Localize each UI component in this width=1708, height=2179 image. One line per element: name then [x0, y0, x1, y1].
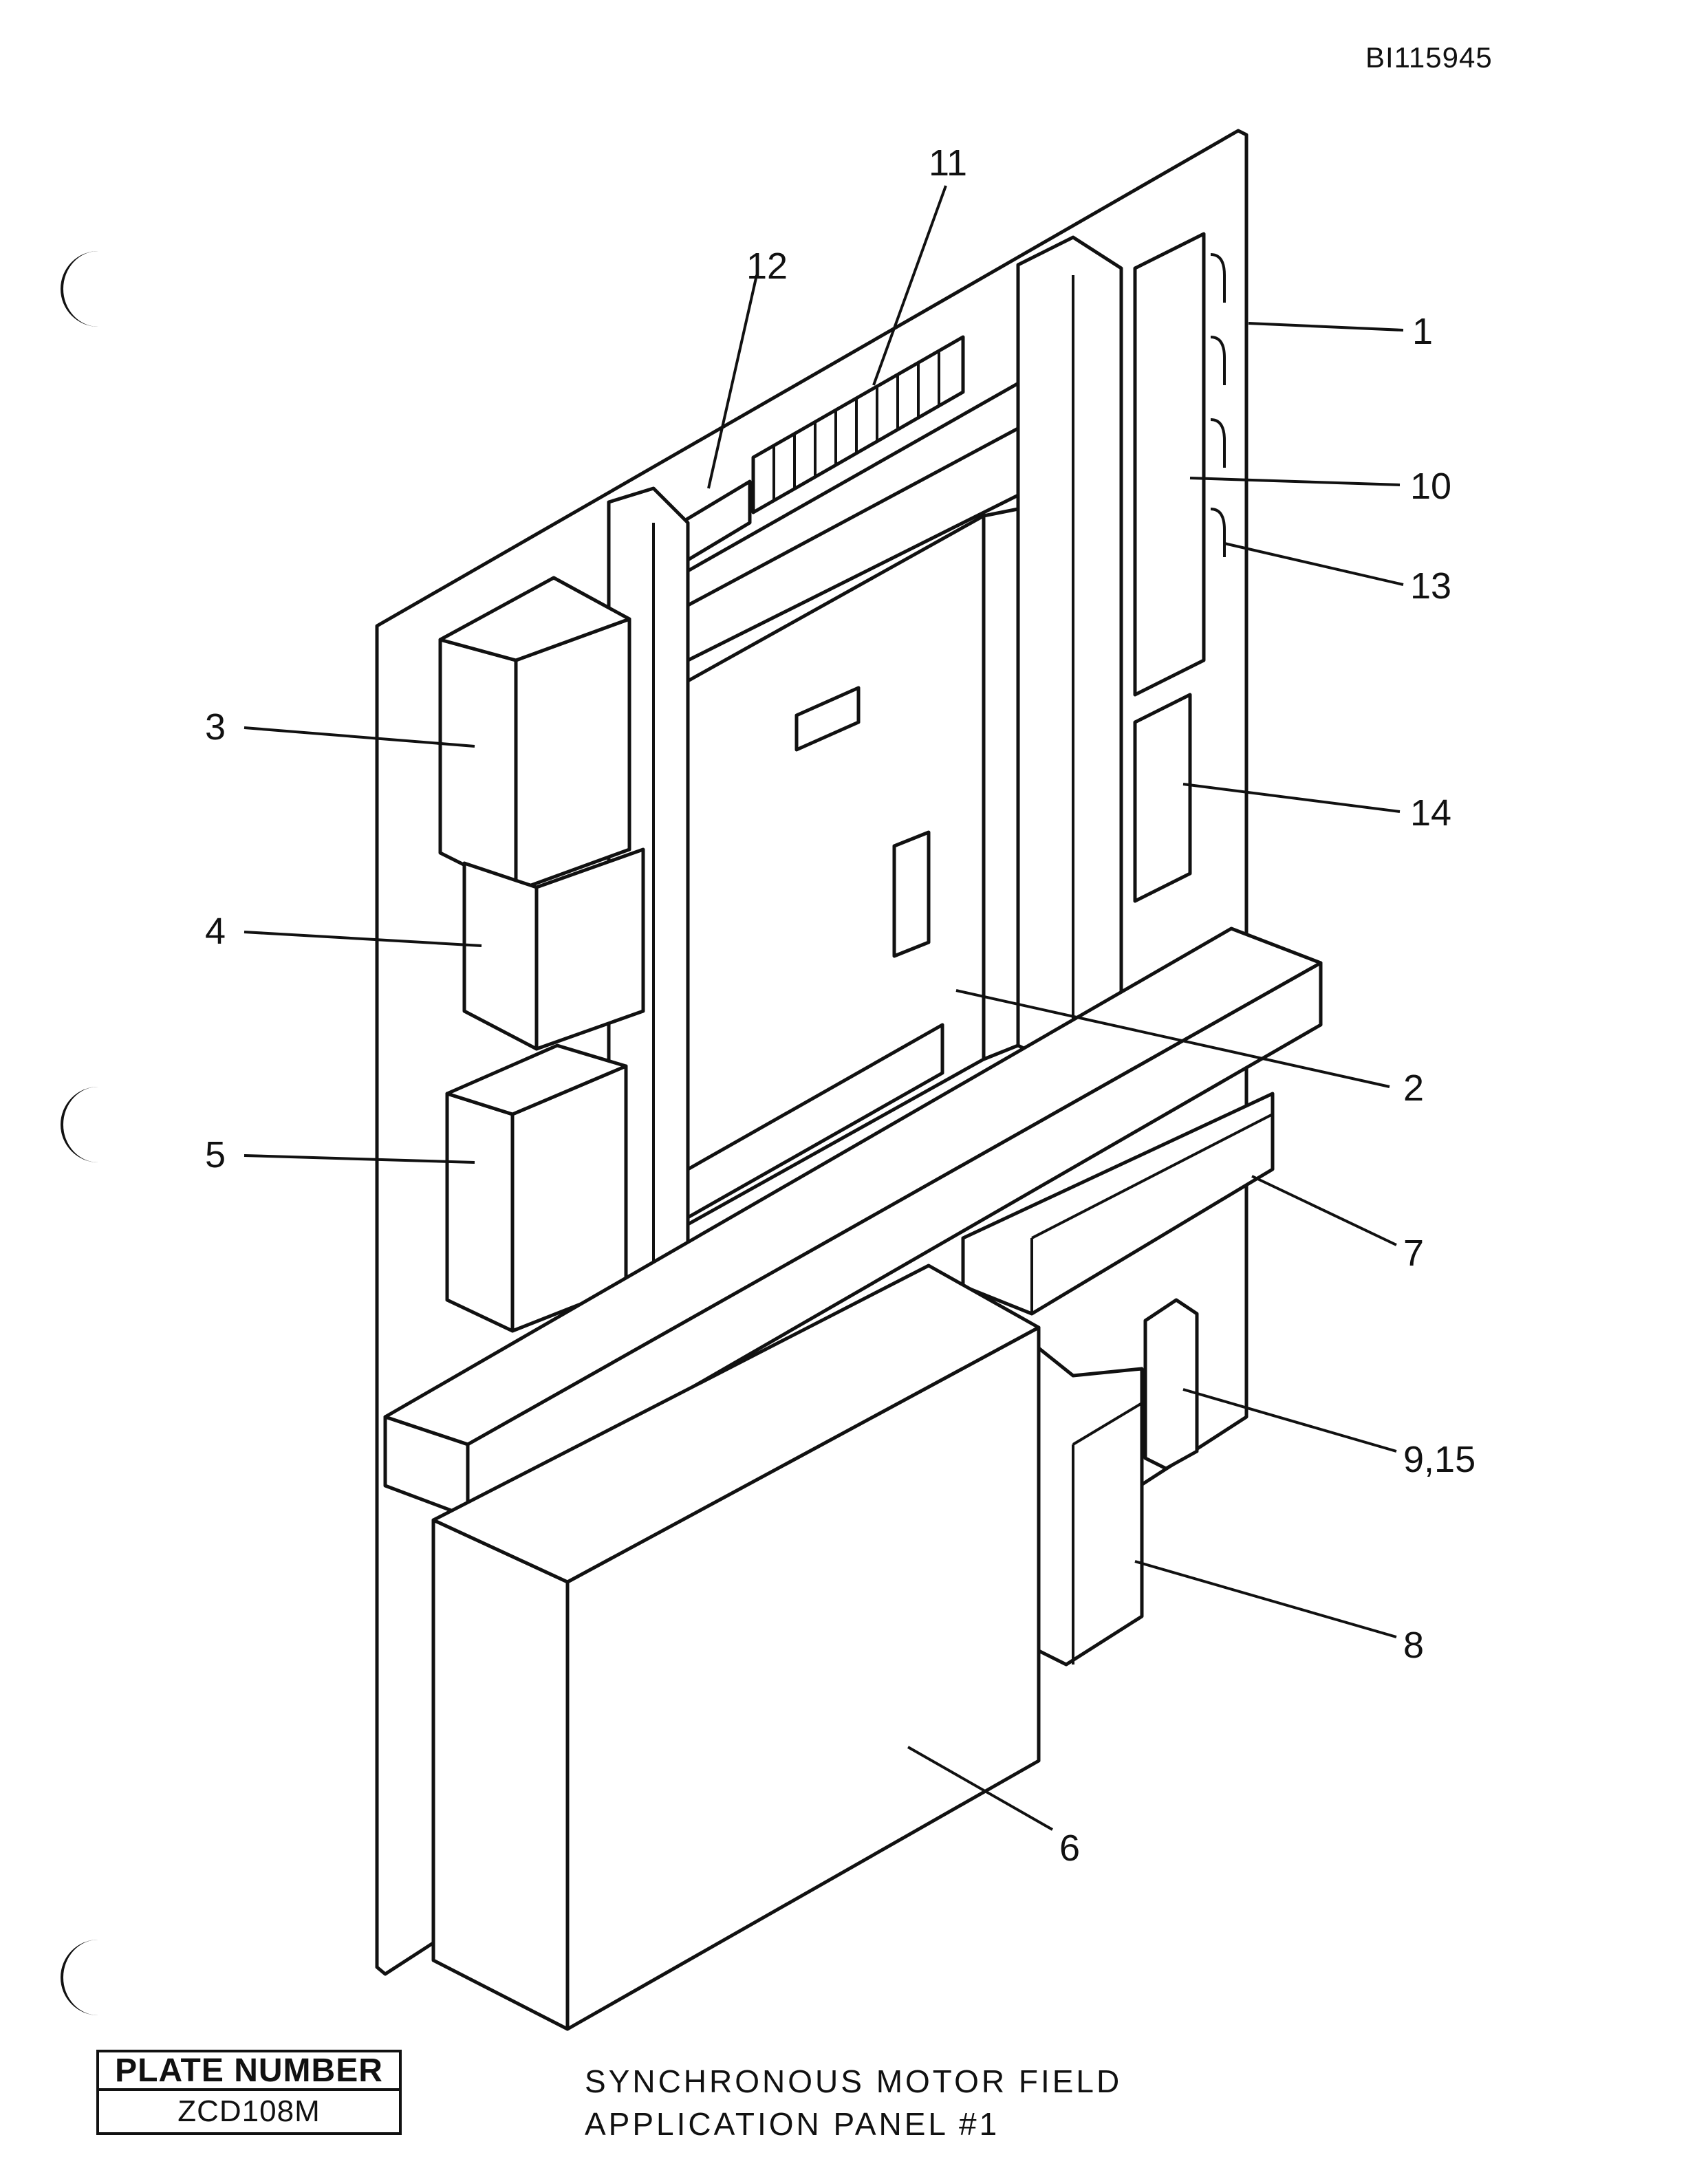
binder-hole-bottom: [61, 1940, 105, 2015]
callout-6: 6: [1059, 1828, 1080, 1869]
caption-line-2: APPLICATION PANEL #1: [585, 2106, 1000, 2142]
block-3-front: [438, 638, 518, 893]
callout-13: 13: [1410, 565, 1451, 607]
callout-1: 1: [1412, 311, 1433, 352]
block-3-top: [438, 576, 631, 662]
callout-11: 11: [929, 142, 967, 184]
callout-7: 7: [1403, 1233, 1424, 1274]
callout-4: 4: [205, 911, 226, 952]
plate-number-value: ZCD108M: [99, 2088, 399, 2132]
fuse-block-10: [1133, 232, 1206, 697]
callout-12: 12: [746, 246, 788, 287]
terminal-strip-14: [1133, 693, 1192, 903]
block-5-top: [445, 1043, 628, 1116]
document-id: BI115945: [1365, 41, 1493, 74]
caption-line-1: SYNCHRONOUS MOTOR FIELD: [585, 2063, 1123, 2099]
callout-2: 2: [1403, 1067, 1424, 1109]
fuse-clips-13: [1210, 253, 1226, 557]
callout-5: 5: [205, 1134, 226, 1175]
component-7: [961, 1092, 1275, 1316]
inner-board-edge: [982, 507, 1020, 1061]
right-vertical-post: [1016, 235, 1123, 1075]
callout-3: 3: [205, 706, 226, 748]
plate-number-label: PLATE NUMBER: [115, 2052, 383, 2089]
binder-hole-top: [61, 251, 105, 327]
block-4-side: [534, 847, 645, 1051]
callout-8: 8: [1403, 1625, 1424, 1666]
callout-9-15: 9,15: [1403, 1439, 1475, 1480]
callout-10: 10: [1410, 466, 1451, 507]
board-chip-upper: [794, 686, 861, 752]
drawing-caption: SYNCHRONOUS MOTOR FIELD APPLICATION PANE…: [585, 2060, 1122, 2145]
plate-number-box: PLATE NUMBER ZCD108M: [96, 2050, 402, 2135]
component-8: [1037, 1346, 1144, 1667]
component-9-15: [1143, 1298, 1199, 1471]
enclosure-6-front: [431, 1518, 570, 2031]
block-5-front: [445, 1092, 515, 1333]
board-chip-middle: [892, 830, 931, 958]
binder-hole-middle: [61, 1087, 105, 1162]
leader-lines: [244, 185, 1404, 1831]
enclosure-6-top: [431, 1264, 1041, 1584]
block-3-side: [514, 617, 631, 893]
terminal-strip-11: [751, 335, 965, 514]
callout-14: 14: [1410, 792, 1451, 834]
